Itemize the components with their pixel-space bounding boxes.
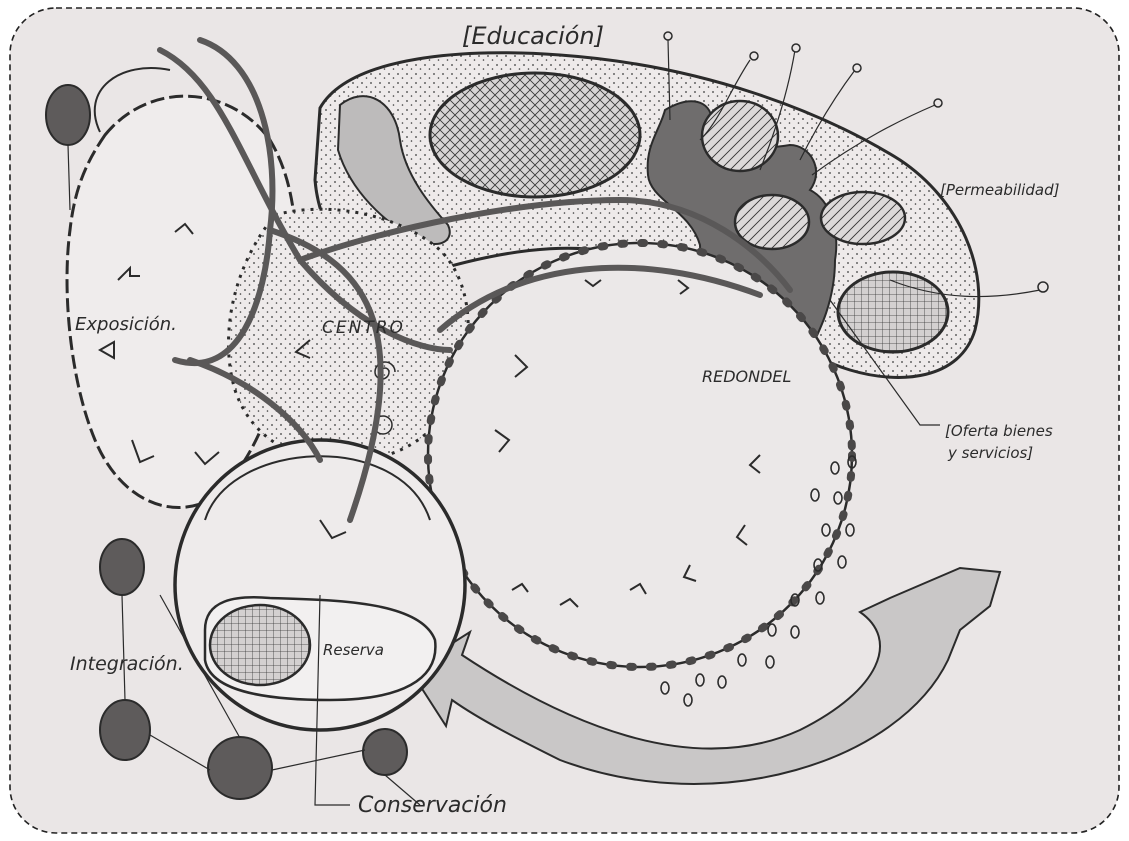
reserva-label: Reserva — [323, 641, 384, 659]
exposicion-label: Exposición. — [75, 314, 177, 335]
oferta-label-line2: y servicios] — [947, 444, 1033, 462]
conservacion-label: Conservación — [358, 793, 507, 818]
node-integracion-2 — [100, 700, 150, 760]
node-top-left — [46, 85, 90, 145]
hatched-room-3 — [821, 192, 905, 244]
redondel-label: REDONDEL — [702, 367, 791, 386]
node-conservacion — [363, 729, 407, 775]
node-integracion-3 — [208, 737, 272, 799]
permeabilidad-label: [Permeabilidad] — [940, 181, 1060, 199]
centro-label: CENTRO — [322, 318, 405, 338]
hatched-room-1 — [702, 101, 778, 171]
grid-room — [838, 272, 948, 352]
oferta-label-line1: [Oferta bienes — [945, 422, 1053, 440]
educacion-label: [Educación] — [462, 22, 604, 50]
integracion-label: Integración. — [70, 653, 184, 675]
reserva-grid-field — [210, 605, 310, 685]
educacion-hatched-field — [430, 73, 640, 197]
hatched-room-2 — [735, 195, 809, 249]
node-integracion-1 — [100, 539, 144, 595]
